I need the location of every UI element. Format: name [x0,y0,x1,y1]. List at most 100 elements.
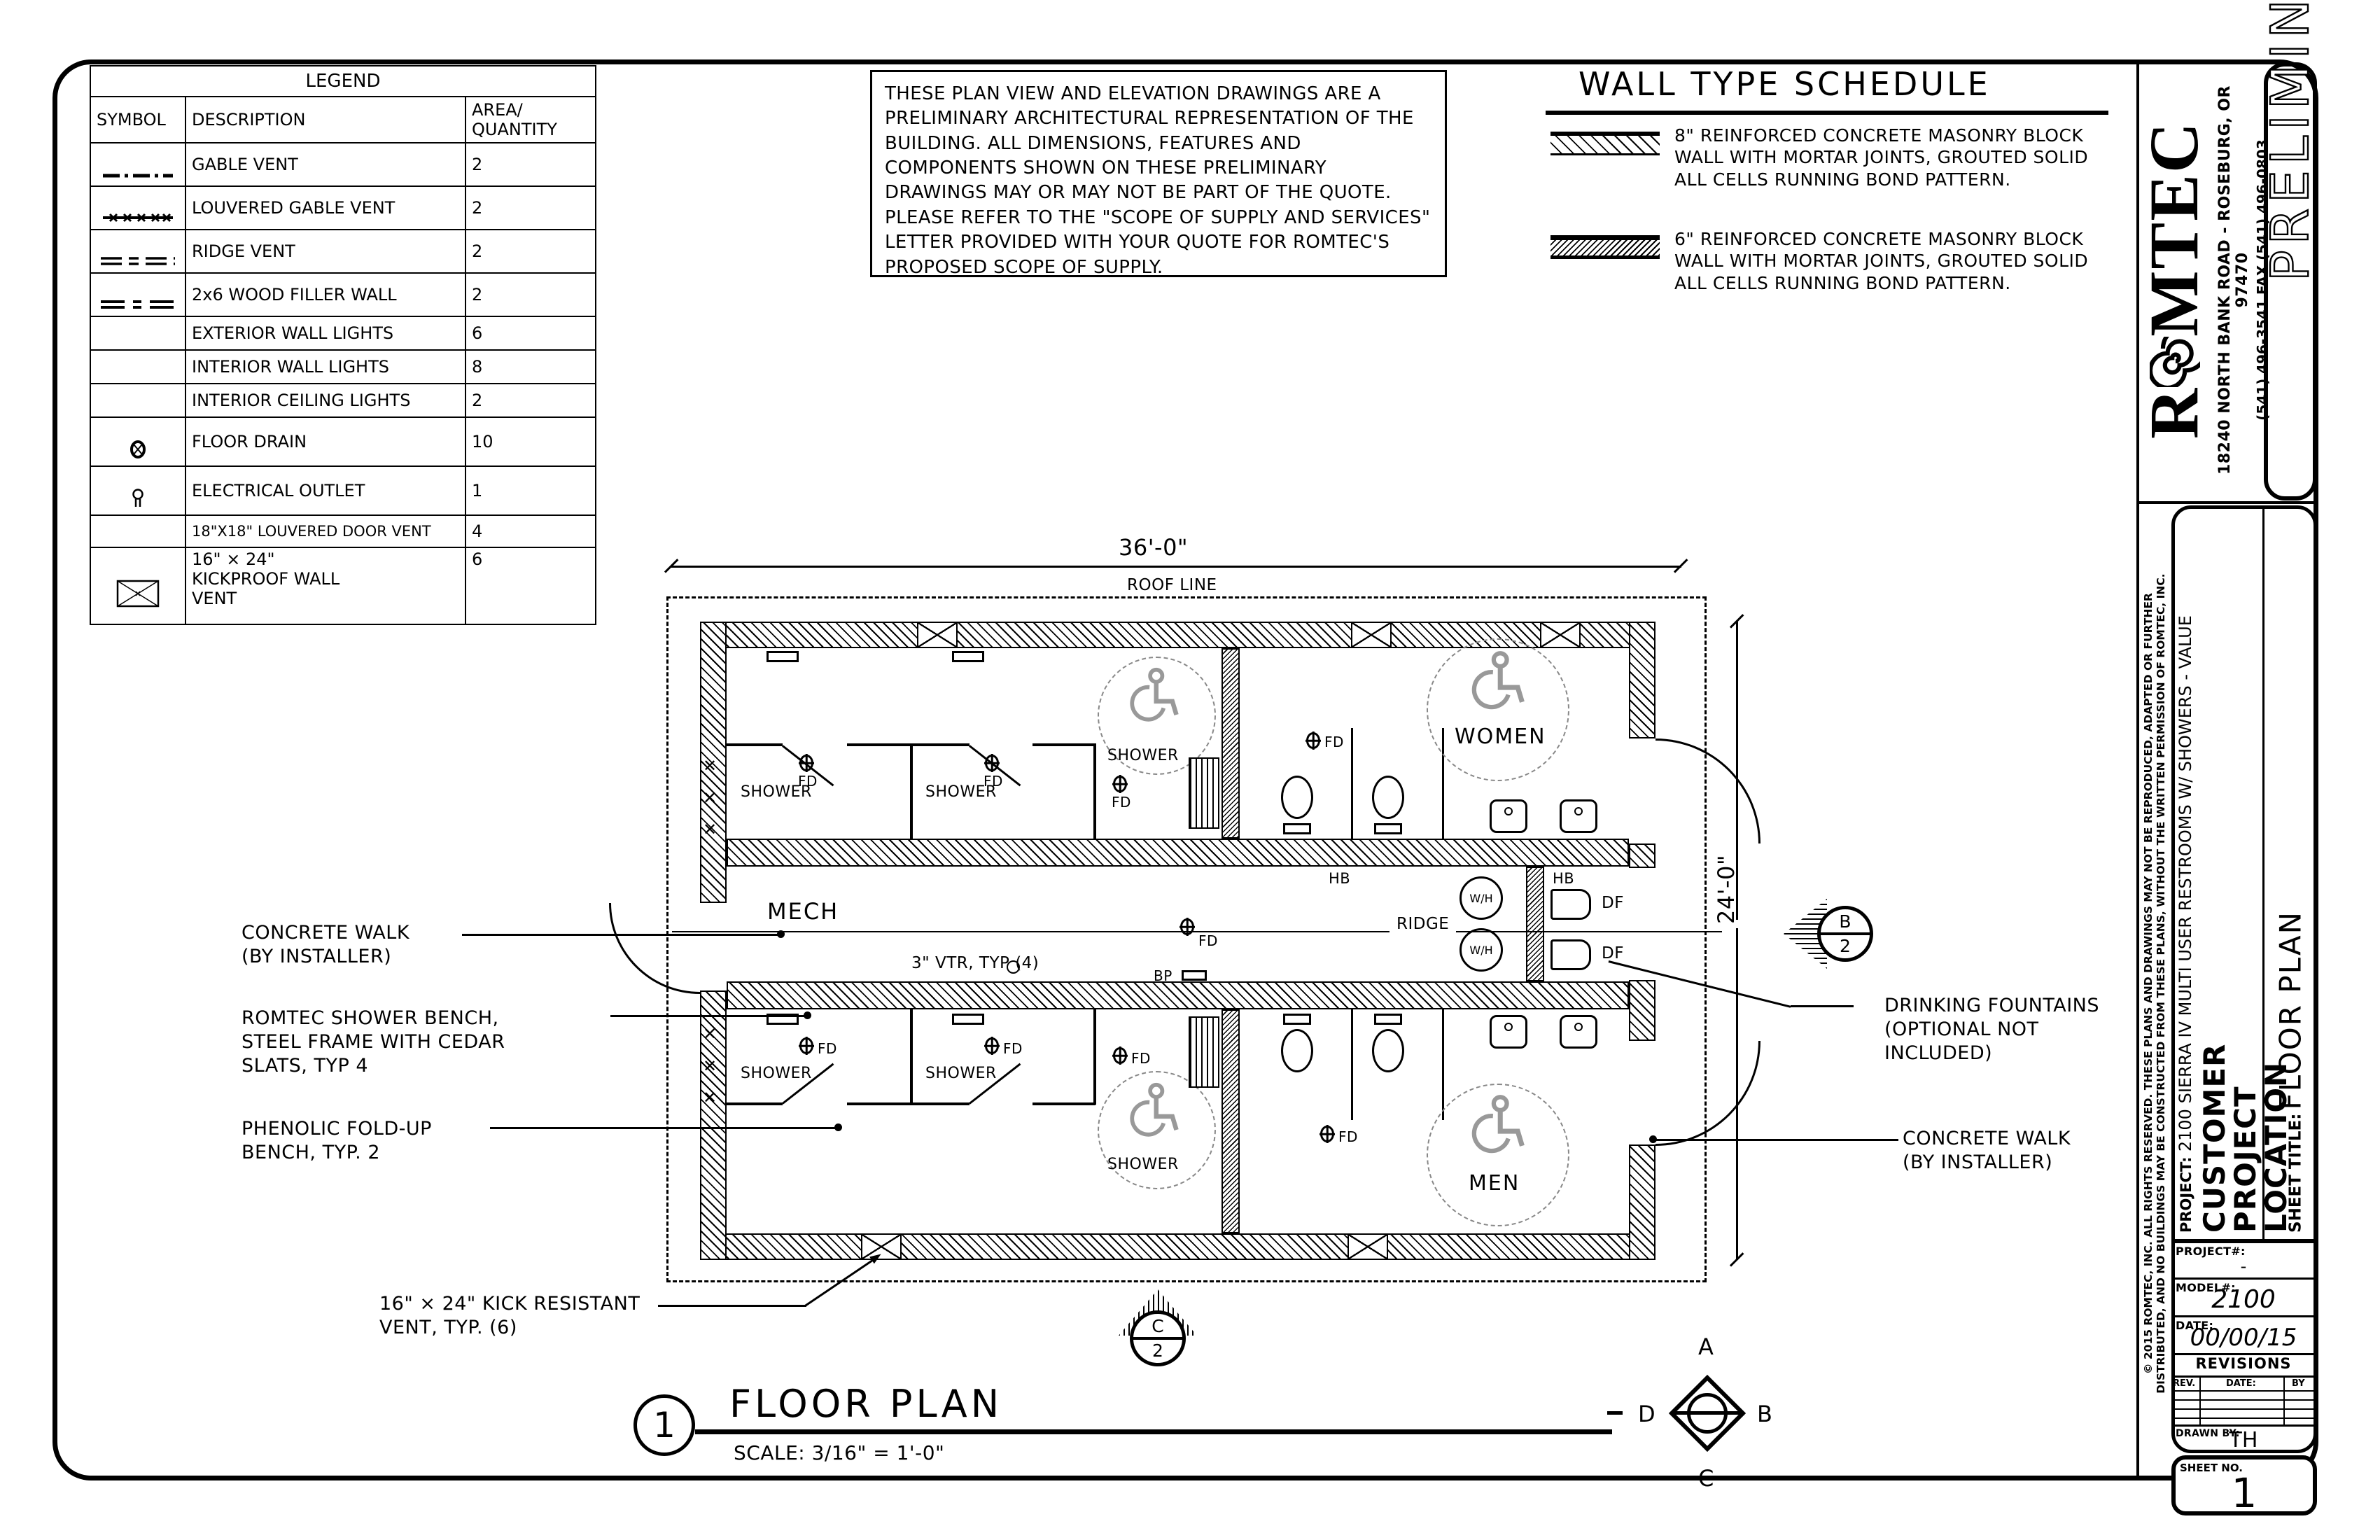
shower-bench [766,651,799,662]
toilet-tank [1374,823,1402,834]
fd-label: FD [1003,1040,1023,1057]
fd-label: FD [1324,734,1344,750]
room-label-women: WOMEN [1455,724,1546,749]
annotation-drinking-fountains: DRINKING FOUNTAINS (OPTIONAL NOT INCLUDE… [1884,995,2099,1064]
ada-shower-bench-slats [1189,1016,1219,1088]
wc-partition-men [1351,1009,1353,1120]
legend-row-qty: 2 [465,383,596,418]
drawn-by-value: TH [2229,1428,2258,1452]
model-row: MODEL#: 2100 [2171,1278,2316,1315]
df-label: DF [1602,894,1624,912]
legend-row-qty: 6 [465,316,596,351]
dim-line-top [671,566,1681,568]
legend-row-desc: FLOOR DRAIN [185,416,466,467]
legend-header-qty: AREA/ QUANTITY [465,96,596,144]
legend-row-qty: 10 [465,416,596,467]
section-marker-divider [1132,1337,1184,1340]
romtec-logo-rest: MTEC [2135,120,2213,337]
stall-front-women [1032,743,1096,746]
room-label-men: MEN [1469,1171,1520,1196]
rev-grid-v [2283,1378,2285,1427]
floor-drain-icon [1306,732,1320,749]
floor-drain-icon [985,1037,999,1054]
legend-row-qty: 6 [465,547,596,625]
room-label-shower: SHOWER [925,1065,997,1082]
legend-row-qty: 4 [465,514,596,548]
stall-front-men [1032,1102,1096,1105]
wheelchair-icon [1119,666,1186,734]
room-label-shower: SHOWER [1107,747,1179,764]
date-value: 00/00/15 [2190,1324,2297,1352]
leader-dot [834,1124,842,1131]
revisions-table: REV. DATE: BY [2171,1376,2316,1427]
room-label-shower: SHOWER [925,783,997,801]
stall-divider-men [1093,1009,1096,1105]
romtec-spiral-icon [2148,324,2209,390]
kickproof-vent-symbol-icon [90,547,186,625]
stall-front-men [847,1102,969,1105]
floor-drain-symbol-icon [90,416,186,467]
wheelchair-icon [1460,1093,1532,1166]
wall-6-text: 6" REINFORCED CONCRETE MASONRY BLOCK WAL… [1674,229,2089,293]
turning-circle [1427,638,1569,781]
ada-shower-bench-slats [1189,757,1219,829]
sink [1490,1015,1527,1049]
section-marker-b: B 2 [1817,906,1873,962]
revisions-header: REVISIONS [2171,1353,2316,1376]
view-scale: SCALE: 3/16" = 1'-0" [734,1441,945,1464]
project-no-label: PROJECT#: [2176,1245,2246,1258]
ridge-vent-symbol-icon [90,229,186,274]
wall-6-swatch [1550,235,1660,259]
rev-col-date: DATE: [2226,1378,2256,1389]
rev-grid-h [2171,1390,2316,1392]
vtr-circle-icon [1007,960,1020,974]
sheet-title-value: FLOOR PLAN [2273,910,2308,1110]
wall-vent-box [1351,622,1392,648]
project-label: PROJECT: [2178,1156,2194,1233]
dim-height-label: 24'-0" [1712,855,1740,928]
gable-vent-symbol-icon [90,142,186,187]
room-label-shower: SHOWER [741,1065,812,1082]
rev-grid-h [2171,1408,2316,1410]
project-value: 2100 SIERRA IV MULTI USER RESTROOMS W/ S… [2176,615,2195,1152]
turning-circle [1098,1071,1216,1189]
preliminary-box [2264,62,2317,500]
wheelchair-icon [1460,650,1532,722]
room-label-mech: MECH [762,897,845,925]
romtec-logo-r: R [2135,386,2213,440]
bp-unit [1182,970,1207,981]
leader-line [462,934,783,936]
room-label-shower: SHOWER [741,783,812,801]
fd-label: FD [818,1040,837,1057]
rev-grid-v [2199,1378,2201,1427]
project-info-divider-h [2173,1239,2316,1241]
rev-grid-h [2171,1418,2316,1419]
toilet [1281,1029,1313,1072]
water-heater: W/H [1460,876,1503,920]
section-marker-number: 2 [1152,1340,1163,1361]
legend-row-qty: 2 [465,186,596,230]
leader-dot [777,930,785,938]
compass-b: B [1757,1401,1773,1427]
sink [1560,799,1597,833]
leader-line [1653,1139,1898,1141]
date-label: DATE: [2176,1319,2214,1332]
floor-drain-icon [1113,1047,1127,1064]
floor-drain-icon [1320,1126,1334,1142]
wall-bottom [700,1233,1656,1260]
roof-line-label: ROOF LINE [1121,575,1223,596]
compass-d: D [1638,1401,1656,1427]
model-value: 2100 [2211,1285,2276,1314]
legend-table: LEGEND SYMBOL DESCRIPTION AREA/ QUANTITY… [90,65,596,625]
annotation-phenolic-bench: PHENOLIC FOLD-UP BENCH, TYP. 2 [241,1118,432,1163]
sink [1490,799,1527,833]
wc-partition-men [1442,1009,1444,1120]
toilet-tank [1283,823,1311,834]
drawn-by-label: DRAWN BY: [2176,1428,2240,1439]
project-info-box [2171,505,2317,1453]
wall-right-4 [1629,1144,1656,1260]
view-title: FLOOR PLAN [729,1382,1003,1426]
annotation-concrete-walk-left: CONCRETE WALK (BY INSTALLER) [241,922,410,967]
wall-left-upper [700,622,727,903]
